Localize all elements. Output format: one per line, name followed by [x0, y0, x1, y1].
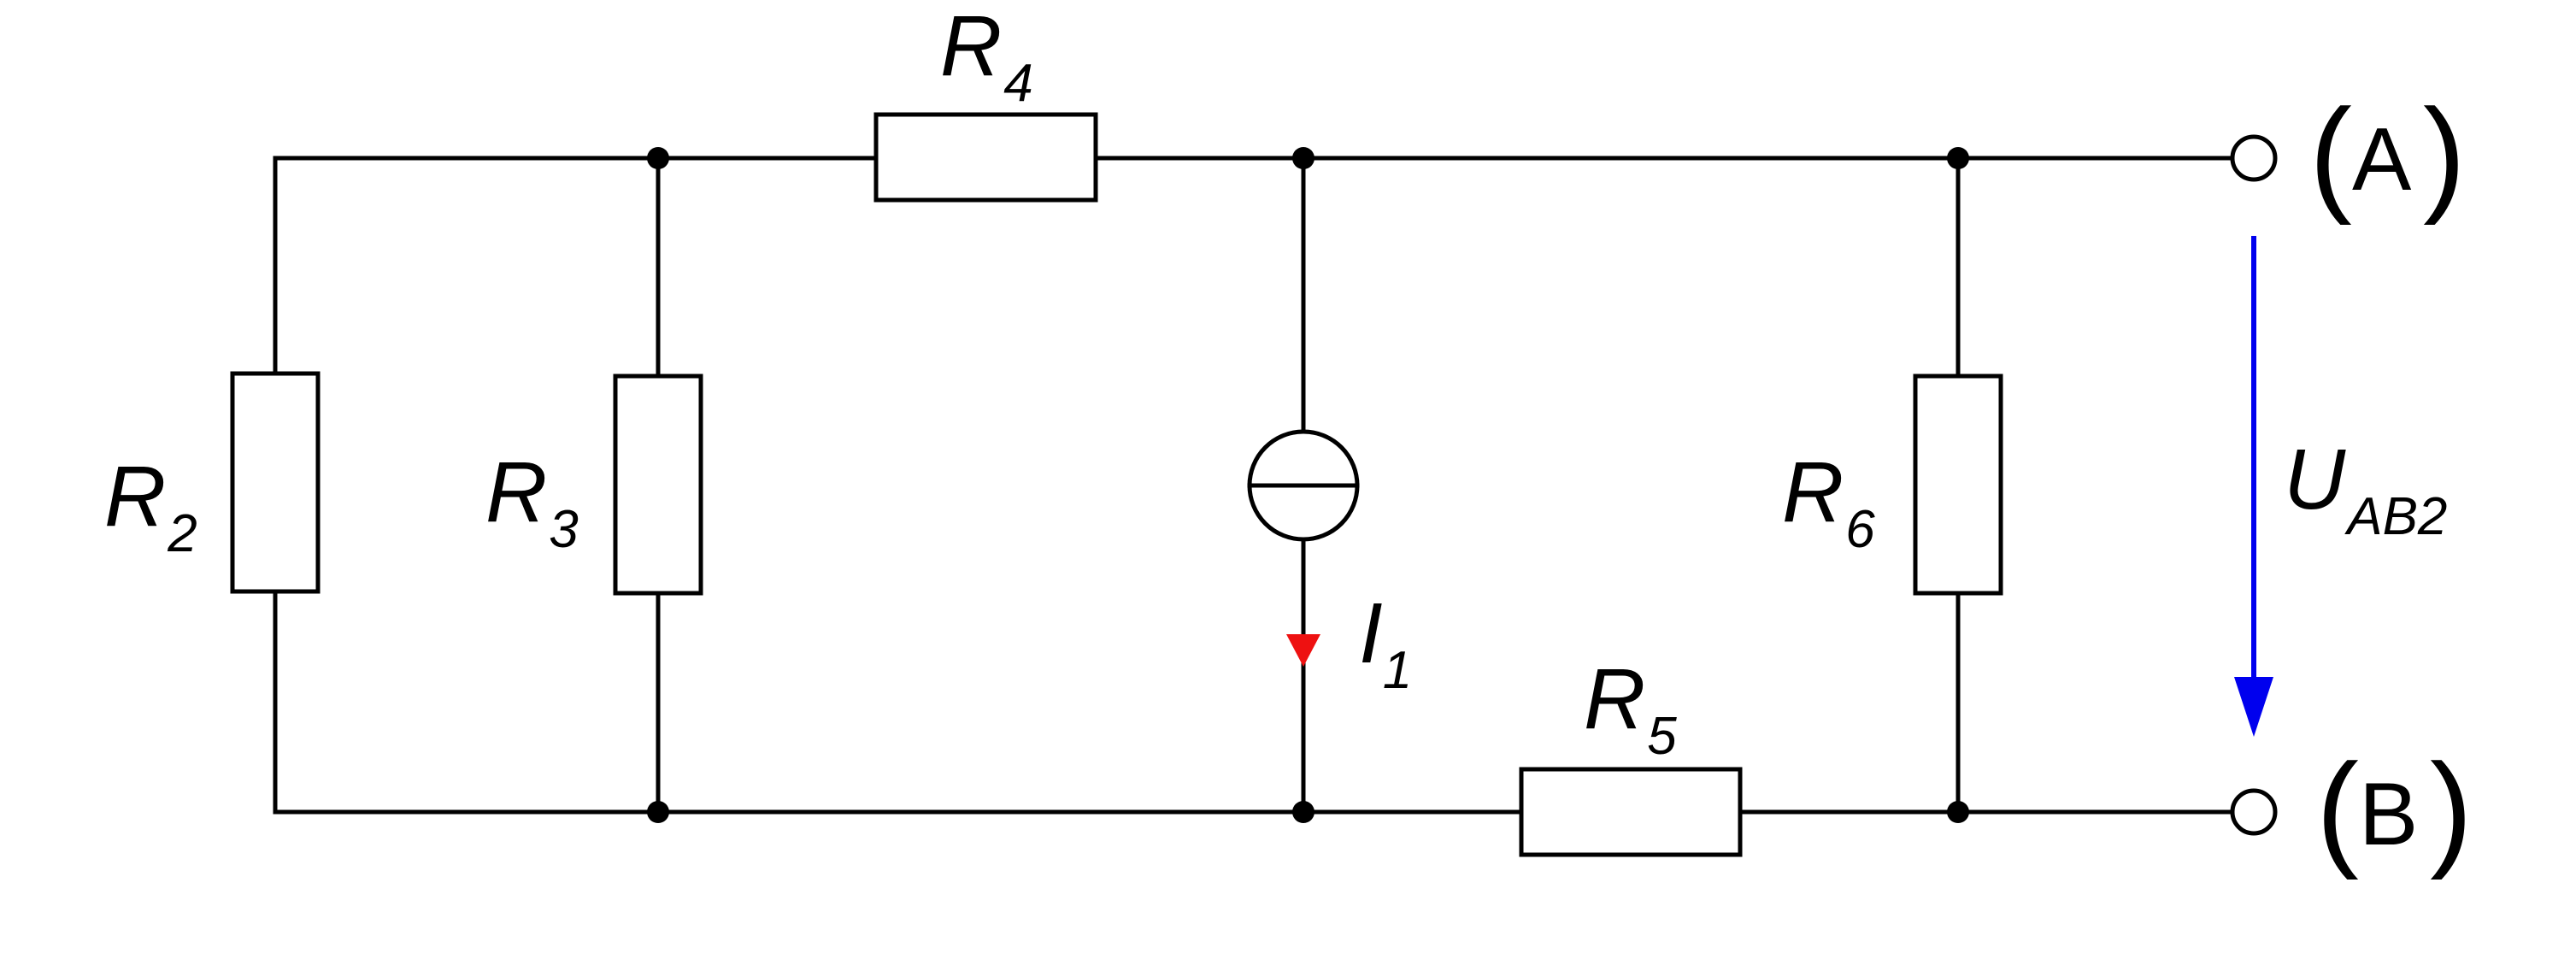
- label-r5: R5: [1584, 651, 1677, 766]
- resistor-r4: [873, 112, 1098, 203]
- node-top-r3: [647, 147, 669, 169]
- node-top-source: [1292, 147, 1314, 169]
- node-bottom-source: [1292, 801, 1314, 823]
- current-source-i1: [1247, 429, 1360, 542]
- label-r6: R6: [1782, 444, 1875, 559]
- resistor-r5: [1519, 767, 1743, 857]
- resistor-r6: [1913, 374, 2003, 596]
- terminal-a-label: ( A ): [2309, 82, 2466, 226]
- junction-nodes: [647, 147, 1969, 823]
- label-r4: R4: [940, 0, 1033, 113]
- svg-text:(: (: [2316, 737, 2359, 880]
- terminal-b-icon: [2230, 788, 2278, 836]
- resistor-r2: [230, 371, 321, 594]
- node-bottom-r3: [647, 801, 669, 823]
- terminal-b-label: ( B ): [2316, 737, 2473, 880]
- label-r2: R2: [104, 449, 197, 563]
- label-i1: I1: [1359, 585, 1412, 700]
- svg-text:A: A: [2352, 110, 2412, 209]
- node-bottom-r6: [1947, 801, 1969, 823]
- label-r3: R3: [485, 444, 579, 559]
- voltage-arrow-icon: [2234, 236, 2273, 737]
- svg-text:(: (: [2309, 82, 2352, 226]
- label-uab2: UAB2: [2284, 432, 2447, 546]
- terminal-a-icon: [2230, 134, 2278, 182]
- svg-text:): ): [2423, 82, 2466, 226]
- svg-text:): ): [2430, 737, 2473, 880]
- node-top-r6: [1947, 147, 1969, 169]
- wire-bottom-left: [273, 587, 1524, 815]
- wire-top-left: [273, 156, 879, 396]
- wires: [273, 156, 2235, 815]
- resistor-r3: [613, 374, 703, 596]
- svg-text:B: B: [2359, 765, 2418, 864]
- current-arrow-icon: [1286, 634, 1320, 667]
